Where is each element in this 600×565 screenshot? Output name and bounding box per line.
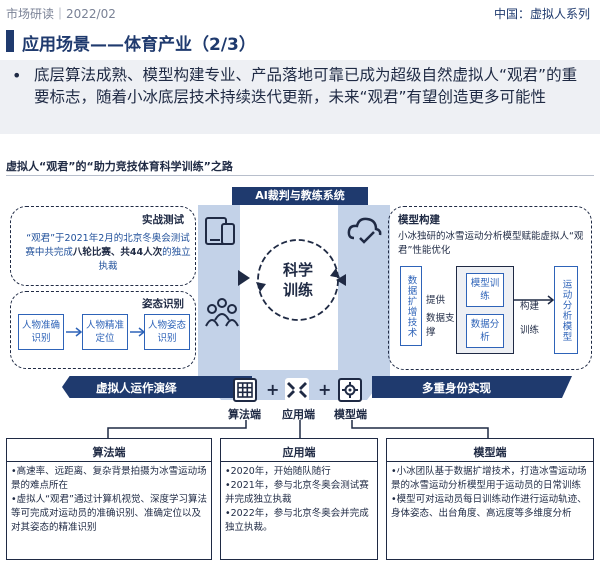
grid-icon [233, 378, 257, 402]
model-panel-divider [387, 461, 593, 462]
posture-dashed-box [10, 291, 196, 369]
team-icon [205, 298, 239, 327]
practice-text-c: 的独立执裁 [98, 247, 191, 272]
model-line-2: •模型可对运动员每日训练动作进行运动轨迹、身体姿态、出台角度、高远度等多维度分析 [391, 494, 587, 519]
title-accent-bar [6, 30, 14, 52]
diagram-divider [6, 175, 594, 176]
algo-end-label: 算法端 [228, 408, 261, 421]
practice-text-b: 八轮比赛、共44人次 [72, 247, 163, 258]
practice-dashed-box [10, 206, 196, 286]
header-right: 中国：虚拟人系列 [493, 7, 590, 21]
app-line-2: •2021年，参与北京冬奥会测试赛并完成独立执裁 [225, 480, 369, 505]
device-icon [205, 217, 235, 245]
data-support-label: 数据支撑 [426, 312, 456, 340]
app-line-3: •2022年，参与北京冬奥会并完成独立执裁。 [225, 508, 369, 533]
app-panel: 应用端 •2020年，开始随队随行 •2021年，参与北京冬奥会测试赛并完成独立… [220, 438, 378, 560]
posture-item-2: 人物精准定位 [82, 314, 128, 350]
algo-panel-title: 算法端 [92, 446, 126, 459]
model-arrows [514, 295, 555, 305]
practice-text: “观君”于2021年2月的北京冬奥会测试赛中共完成八轮比赛、共44人次的独立执裁 [22, 232, 194, 274]
model-panel-title: 模型端 [473, 446, 507, 459]
construct-label: 构建 [520, 301, 540, 312]
plus-2: + [318, 380, 332, 399]
app-panel-title: 应用端 [282, 446, 316, 459]
summary-bullet: • [12, 66, 22, 85]
data-support-text: 数据支撑 [426, 313, 455, 338]
practice-label: 实战测试 [142, 214, 184, 226]
app-panel-divider [221, 461, 377, 462]
band-left [62, 376, 252, 398]
algo-panel: 算法端 •高速率、远距离、复杂背景拍摄为冰雪运动场景的难点所在 •虚拟人“观君”… [6, 438, 212, 560]
practice-text-a: “观君”于2021年2月的北京冬奥会测试赛中共完成 [25, 233, 190, 258]
ai-system-box: AI裁判与教练系统 [232, 187, 368, 205]
train-label: 训练 [520, 325, 540, 336]
cloud-icon [347, 217, 382, 244]
model-panel: 模型端 •小冰团队基于数据扩增技术，打造冰雪运动场景的冰雪运动分析模型用于运动员… [386, 438, 594, 560]
data-analysis-box: 数据分析 [466, 314, 504, 348]
algo-line-1: •高速率、远距离、复杂背景拍摄为冰雪运动场景的难点所在 [11, 466, 207, 491]
header-left: 市场研读｜2022/02 [6, 7, 116, 21]
band-right-text: 多重身份实现 [422, 381, 491, 395]
gear-icon [338, 378, 362, 402]
app-panel-body: •2020年，开始随队随行 •2021年，参与北京冬奥会测试赛并完成独立执裁 •… [225, 465, 374, 535]
model-build-label: 模型构建 [398, 214, 440, 226]
diagram-title: 虚拟人“观君”的“助力竞技体育科学训练”之路 [6, 160, 233, 173]
posture-arrows [66, 327, 146, 337]
posture-item-3: 人物姿态识别 [144, 314, 190, 350]
page-title: 应用场景——体育产业（2/3） [22, 35, 256, 55]
model-dashed-box [388, 206, 592, 370]
model-training-box: 模型训练 [466, 273, 504, 307]
model-line-1: •小冰团队基于数据扩增技术，打造冰雪运动场景的冰雪运动分析模型用于运动员的日常训… [391, 466, 587, 491]
summary-box [0, 60, 600, 134]
center-line-1: 科学 [282, 261, 313, 279]
data-augmentation-box: 数据扩增技术 [400, 266, 422, 346]
algo-line-2: •虚拟人“观君”通过计算机视觉、深度学习算法等可完成对运动员的准确识别、准确定位… [11, 494, 207, 533]
center-label: 科学 训练 [278, 260, 318, 300]
model-panel-body: •小冰团队基于数据扩增技术，打造冰雪运动场景的冰雪运动分析模型用于运动员的日常训… [391, 465, 590, 521]
sport-analysis-model-box: 运动分析模型 [554, 266, 578, 354]
summary-text: 底层算法成熟、模型构建专业、产品落地可靠已成为超级自然虚拟人“观君”的重要标志，… [34, 66, 578, 106]
band-left-text: 虚拟人运作演绎 [96, 381, 177, 395]
algo-panel-divider [7, 461, 211, 462]
connector-lines [107, 420, 489, 438]
posture-label: 姿态识别 [142, 298, 184, 310]
app-end-label: 应用端 [282, 408, 315, 421]
provide-label: 提供 [426, 295, 446, 306]
model-end-label: 模型端 [334, 408, 367, 421]
side-arrows [238, 270, 346, 286]
band-right [372, 376, 572, 398]
posture-item-1: 人物准确识别 [18, 314, 64, 350]
center-line-2: 训练 [282, 281, 313, 299]
algo-panel-body: •高速率、远距离、复杂背景拍摄为冰雪运动场景的难点所在 •虚拟人“观君”通过计算… [11, 465, 208, 535]
ski-icon [285, 378, 309, 402]
app-line-1: •2020年，开始随队随行 [225, 466, 331, 477]
model-build-text: 小冰独研的冰雪运动分析模型赋能虚拟人“观君”性能优化 [398, 231, 584, 256]
plus-1: + [266, 380, 280, 399]
